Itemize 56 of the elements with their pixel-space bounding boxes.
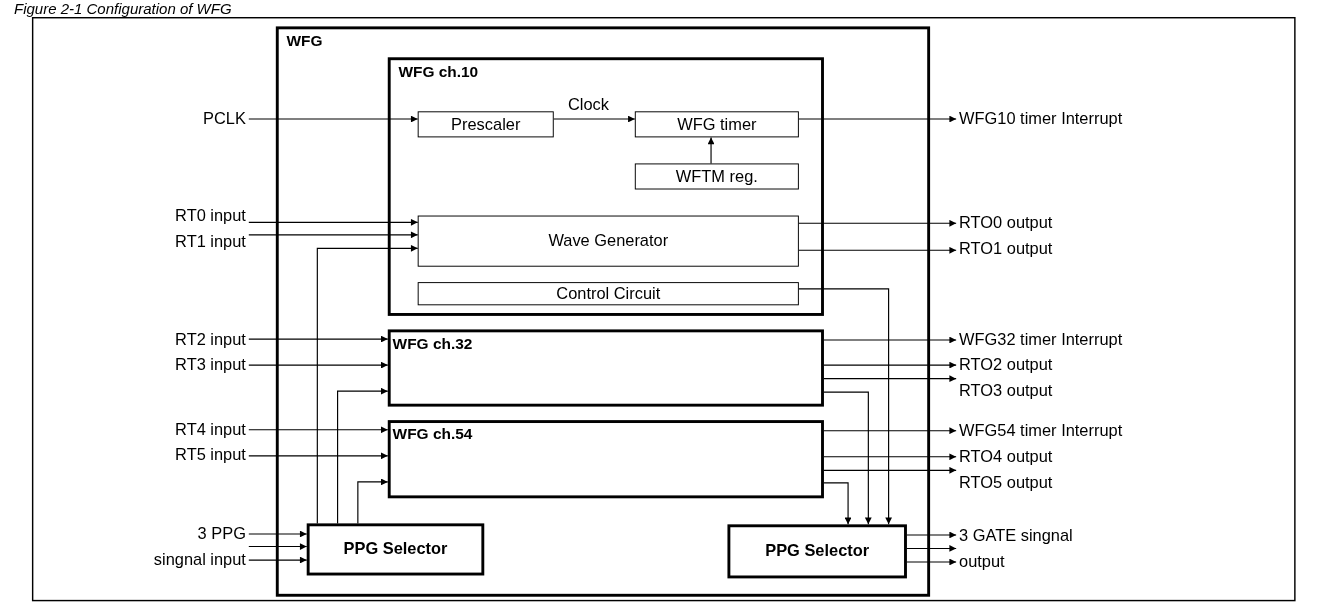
- signal-label: RT2 input: [175, 330, 246, 350]
- selector-block: PPG Selector: [306, 523, 485, 576]
- signal-label: RT3 input: [175, 355, 246, 375]
- arrow: [823, 427, 957, 435]
- arrow: [248, 335, 389, 343]
- figure-title: Figure 2-1 Configuration of WFG: [14, 0, 232, 17]
- arrow: [248, 218, 419, 226]
- signal-label: RT0 input: [175, 206, 246, 227]
- arrow: [823, 466, 957, 474]
- arrow: [906, 558, 957, 566]
- module-title: WFG ch.10: [398, 63, 479, 81]
- signal-label: RTO2 output: [959, 355, 1053, 375]
- arrow: [248, 231, 419, 239]
- module-frame: [275, 26, 931, 597]
- arrow: [798, 246, 957, 254]
- signal-label: RTO4 output: [959, 447, 1053, 467]
- signal-label: RT1 input: [175, 232, 246, 253]
- signal-label: RTO1 output: [959, 239, 1053, 259]
- arrow: [823, 391, 872, 525]
- signal-label: RT5 input: [175, 445, 246, 465]
- arrow: [798, 115, 957, 123]
- arrow: [823, 375, 957, 382]
- arrow: [823, 453, 957, 461]
- signal-label: 3 PPG singnal input: [144, 520, 246, 573]
- arrow: [248, 452, 389, 460]
- selector-block: PPG Selector: [727, 524, 907, 579]
- arrow: [248, 556, 308, 564]
- signal-label: RT4 input: [175, 420, 246, 440]
- arrow: [248, 543, 308, 550]
- arrow: [316, 245, 419, 524]
- signal-label: RTO0 output: [959, 213, 1053, 233]
- signal-label: RTO5 output: [959, 473, 1053, 493]
- signal-label: WFG10 timer Interrupt: [959, 109, 1123, 129]
- arrow: [798, 219, 957, 227]
- arrow: [248, 115, 419, 123]
- arrow: [553, 115, 636, 123]
- signal-label: PCLK: [203, 109, 246, 129]
- arrow: [823, 482, 852, 525]
- arrow: [906, 531, 957, 539]
- arrow: [248, 361, 389, 369]
- signal-label: 3 GATE singnal output: [959, 522, 1080, 575]
- arrow: [248, 426, 389, 434]
- arrow: [357, 478, 389, 524]
- arrow: [823, 336, 957, 344]
- arrow: [248, 530, 308, 538]
- signal-label: RTO3 output: [959, 381, 1053, 401]
- arrow: [707, 136, 715, 164]
- arrow: [906, 545, 957, 552]
- channel-block: WFG ch.32: [387, 329, 824, 407]
- arrow: [823, 361, 957, 369]
- signal-label: WFG32 timer Interrupt: [959, 330, 1123, 350]
- arrow: [798, 288, 892, 525]
- arrow: [337, 387, 389, 524]
- channel-block: WFG ch.54: [387, 420, 824, 499]
- module-title: WFG: [286, 32, 323, 50]
- signal-label: WFG54 timer Interrupt: [959, 421, 1123, 441]
